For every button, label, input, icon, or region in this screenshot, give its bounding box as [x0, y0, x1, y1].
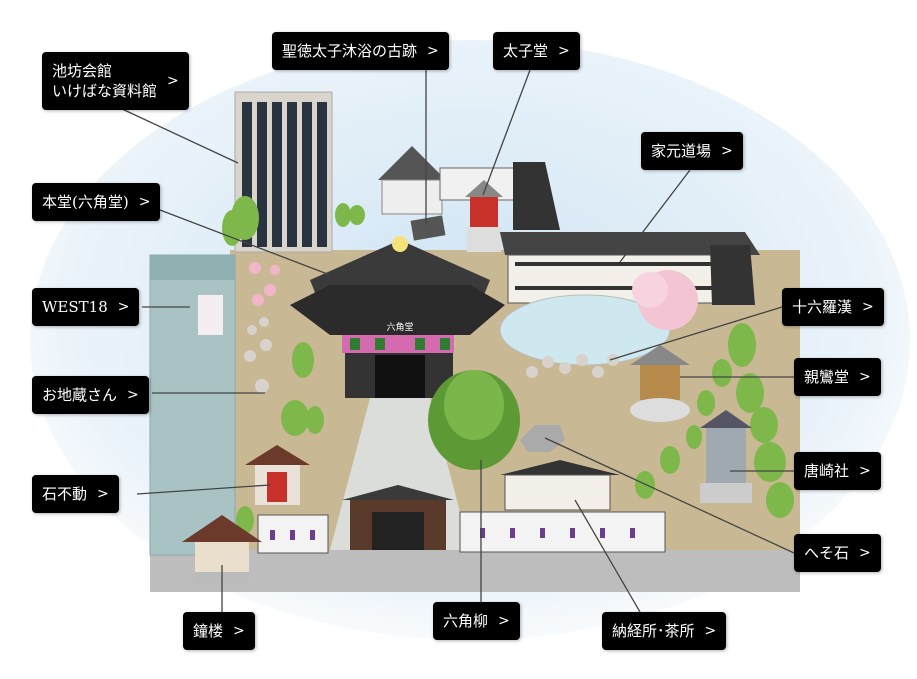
label-line: 唐崎社 [804, 462, 850, 480]
map-label-text: 鐘楼 [193, 621, 223, 641]
map-label-text: 太子堂 [503, 41, 548, 61]
label-line: 鐘楼 [193, 622, 224, 640]
chevron-right-icon: > [498, 613, 510, 629]
label-line: 本堂(六角堂) [42, 193, 129, 211]
label-line: お地蔵さん [42, 386, 118, 404]
map-label-text: お地蔵さん [42, 385, 117, 405]
chevron-right-icon: > [721, 143, 733, 159]
label-line: 石不動 [42, 485, 88, 503]
label-line: 親鸞堂 [804, 368, 850, 386]
label-line: 家元道場 [651, 142, 712, 160]
chevron-right-icon: > [97, 486, 109, 502]
chevron-right-icon: > [704, 623, 717, 639]
label-line: 納経所･茶所 [612, 622, 695, 640]
map-label-text: WEST18 [42, 297, 108, 317]
map-label-text: 唐崎社 [804, 461, 849, 481]
leader-lines [119, 69, 795, 613]
hondo-plaque: 六角堂 [386, 321, 413, 333]
map-label-iemoto[interactable]: 家元道場 > [641, 132, 743, 170]
map-label-text: 親鸞堂 [804, 367, 849, 387]
map-label-text: 石不動 [42, 484, 87, 504]
map-label-nokyo[interactable]: 納経所･茶所 > [602, 612, 727, 650]
label-line: 池坊会館 [52, 62, 113, 80]
label-line: 太子堂 [503, 42, 549, 60]
map-label-shotoku[interactable]: 聖徳太子沐浴の古跡 > [272, 32, 449, 70]
label-line: 六角柳 [443, 612, 489, 630]
map-label-hesoishi[interactable]: へそ石 > [794, 534, 881, 572]
street [150, 550, 800, 592]
west18-sign [198, 295, 223, 335]
chevron-right-icon: > [117, 299, 130, 315]
map-label-jizo[interactable]: お地蔵さん > [32, 376, 149, 414]
label-line: 十六羅漢 [792, 298, 853, 316]
map-label-shinran[interactable]: 親鸞堂 > [794, 358, 881, 396]
map-label-hondo[interactable]: 本堂(六角堂) > [32, 183, 161, 221]
label-line: いけばな資料館 [52, 82, 158, 100]
map-label-text: 聖徳太子沐浴の古跡 [282, 41, 417, 61]
map-label-text: へそ石 [804, 543, 849, 563]
chevron-right-icon: > [859, 369, 871, 385]
chevron-right-icon: > [127, 387, 139, 403]
chevron-right-icon: > [138, 194, 151, 210]
chevron-right-icon: > [427, 43, 439, 59]
chevron-right-icon: > [167, 73, 179, 89]
map-label-text: 池坊会館いけばな資料館 [52, 61, 157, 101]
map-label-text: 本堂(六角堂) [42, 192, 129, 212]
label-line: WEST18 [42, 298, 108, 316]
map-label-west18[interactable]: WEST18 > [32, 288, 140, 326]
chevron-right-icon: > [859, 545, 871, 561]
map-label-rakan[interactable]: 十六羅漢 > [782, 288, 884, 326]
map-label-text: 納経所･茶所 [612, 621, 695, 641]
heso-stone [520, 425, 565, 452]
chevron-right-icon: > [859, 463, 871, 479]
label-line: へそ石 [804, 544, 850, 562]
chevron-right-icon: > [233, 623, 245, 639]
map-label-text: 十六羅漢 [792, 297, 852, 317]
map-label-taishido[interactable]: 太子堂 > [493, 32, 580, 70]
label-line: 聖徳太子沐浴の古跡 [282, 42, 418, 60]
map-label-karasaki[interactable]: 唐崎社 > [794, 452, 881, 490]
map-label-shoro[interactable]: 鐘楼 > [183, 612, 255, 650]
map-label-yanagi[interactable]: 六角柳 > [433, 602, 520, 640]
map-label-text: 六角柳 [443, 611, 488, 631]
map-label-text: 家元道場 [651, 141, 711, 161]
map-label-ishifudo[interactable]: 石不動 > [32, 475, 119, 513]
chevron-right-icon: > [558, 43, 570, 59]
map-label-ikenobo[interactable]: 池坊会館いけばな資料館 > [42, 52, 189, 110]
chevron-right-icon: > [862, 299, 874, 315]
